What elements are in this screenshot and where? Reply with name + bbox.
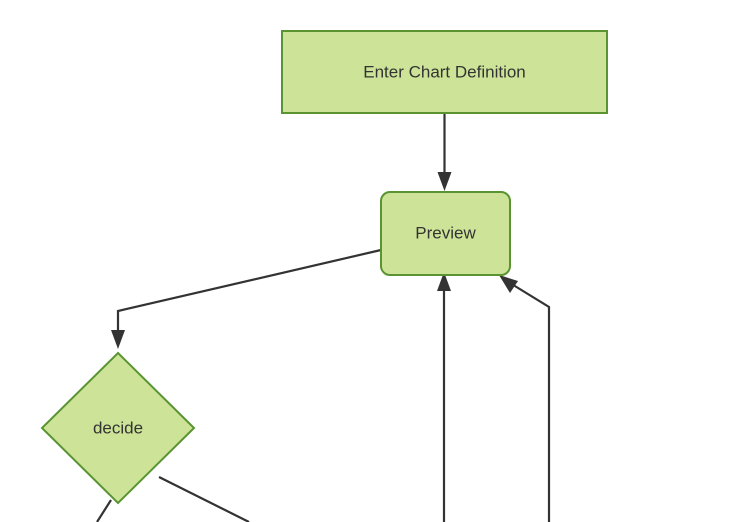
edge-layer (96, 113, 551, 522)
arrow-head-icon (499, 275, 518, 293)
edge-decide-down-left (96, 499, 112, 522)
node-rounded-rect-shape[interactable] (380, 191, 511, 276)
edge-line (509, 282, 551, 522)
node-preview[interactable]: Preview (380, 191, 511, 276)
arrow-head-icon (111, 330, 125, 349)
edge-preview-to-decide (111, 248, 382, 349)
edge-return-right-to-preview (499, 275, 551, 522)
edge-line (158, 476, 250, 522)
node-enter-chart-definition[interactable]: Enter Chart Definition (281, 30, 608, 114)
node-diamond-shape[interactable] (40, 351, 196, 505)
node-rect-shape[interactable] (281, 30, 608, 114)
arrow-head-icon (437, 172, 452, 191)
node-layer: Enter Chart Definition Preview decide (40, 30, 608, 505)
edge-return-center-to-preview (437, 272, 451, 522)
edge-line (116, 248, 382, 338)
edge-enter-to-preview (437, 113, 452, 191)
edge-line (96, 499, 112, 522)
edge-decide-down-right (158, 476, 250, 522)
node-decide[interactable]: decide (40, 351, 196, 505)
arrow-head-icon (437, 272, 451, 291)
